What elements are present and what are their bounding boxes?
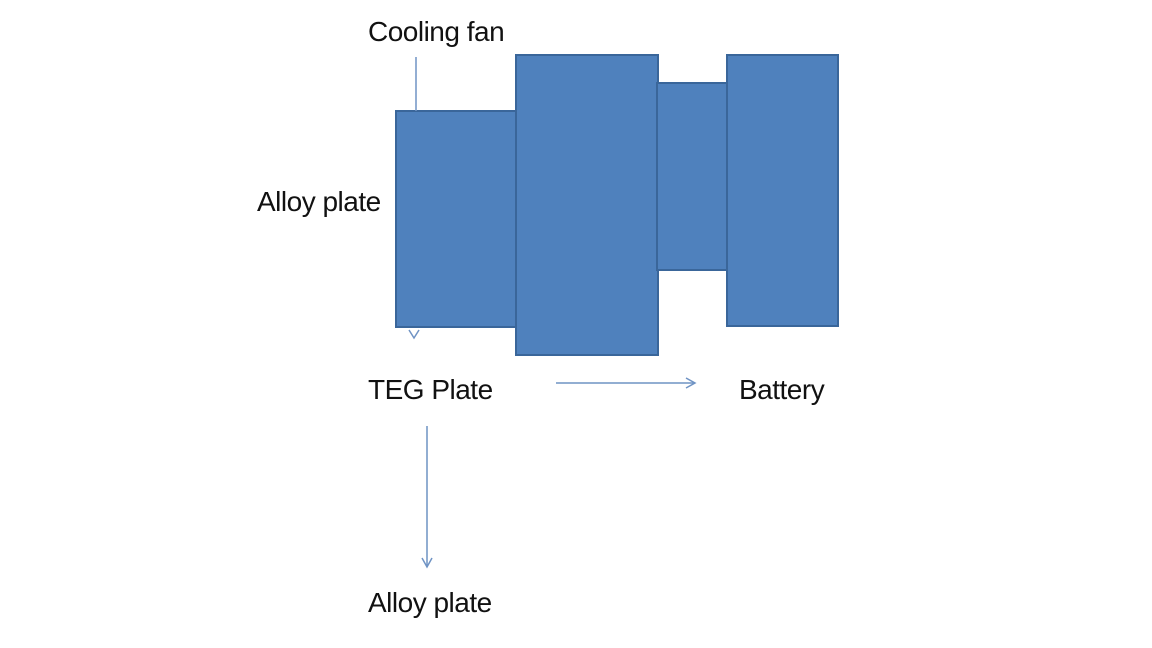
block-alloy-plate	[395, 110, 518, 328]
block-connector	[656, 82, 729, 271]
small-arrow-icon	[408, 329, 420, 340]
block-teg-plate	[515, 54, 659, 356]
label-alloy-plate-bottom: Alloy plate	[368, 587, 492, 618]
label-battery: Battery	[739, 374, 825, 405]
block-battery	[726, 54, 839, 327]
label-teg-plate: TEG Plate	[368, 374, 493, 405]
label-alloy-plate-top: Alloy plate	[257, 186, 381, 217]
label-cooling-fan: Cooling fan	[368, 16, 505, 47]
